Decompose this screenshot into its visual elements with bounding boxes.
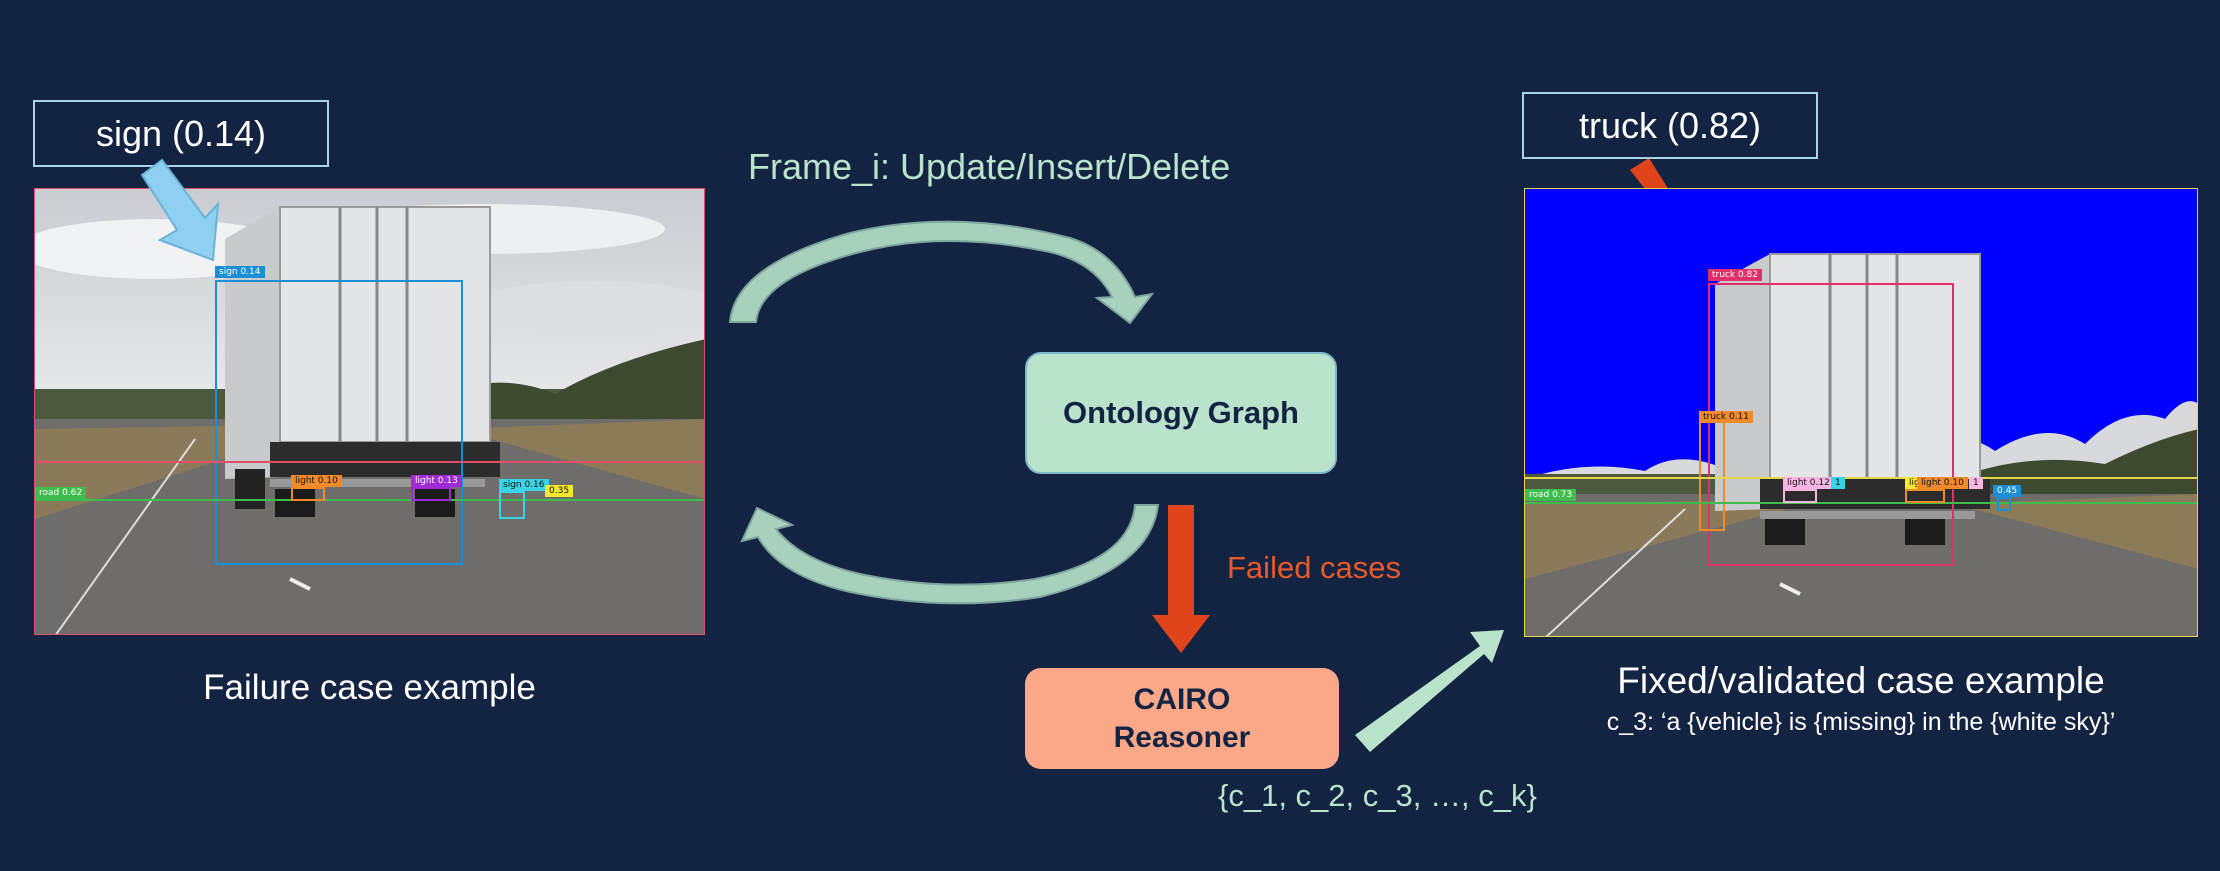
reasoner-title: CAIRO	[1133, 682, 1231, 716]
detection-score-label: 1	[1969, 477, 1983, 489]
failure-scene	[35, 189, 704, 634]
sign-detection-label: sign 0.14	[215, 266, 265, 278]
truck-detection-box	[1708, 283, 1954, 566]
sign-detection-label: sign 0.16	[499, 479, 549, 491]
frame-update-label: Frame_i: Update/Insert/Delete	[748, 146, 1231, 187]
fixed-caption-title: Fixed/validated case example	[1617, 660, 2105, 701]
sign-detection-box	[499, 491, 525, 519]
sign-pointer-arrow	[140, 158, 220, 262]
light-detection-box	[1905, 489, 1945, 503]
concept-set-label: {c_1, c_2, c_3, …, c_k}	[1218, 778, 1537, 813]
truck-callout-text: truck (0.82)	[1578, 104, 1762, 146]
road-detection-label: road 0.62	[35, 487, 87, 499]
light-detection-box	[411, 487, 451, 501]
failed-cases-arrow	[1152, 505, 1210, 653]
return-loop-arrow	[740, 504, 1160, 605]
light-detection-box	[291, 487, 325, 501]
light-detection-label: light 0.12	[1783, 477, 1834, 489]
horizon-detection-box	[1525, 189, 2197, 479]
fixed-scene	[1525, 189, 2197, 636]
failure-caption: Failure case example	[203, 668, 536, 707]
ontology-graph-node: Ontology Graph	[1025, 352, 1337, 474]
road-detection-label: road 0.73	[1525, 489, 1577, 501]
sign-detection-box	[215, 280, 463, 565]
truck-detection-label: truck 0.11	[1699, 411, 1753, 423]
light-detection-label: light 0.10	[291, 475, 342, 487]
road-detection-box	[35, 499, 704, 634]
light-detection-box	[1783, 489, 1817, 503]
light-detection-label: light 0.13	[411, 475, 462, 487]
truck-detection-label: truck 0.82	[1708, 269, 1762, 281]
failed-cases-label: Failed cases	[1227, 550, 1402, 585]
cairo-reasoner-node: CAIRO Reasoner	[1025, 668, 1339, 769]
ontology-graph-label: Ontology Graph	[1063, 395, 1299, 430]
sign-callout-text: sign (0.14)	[95, 112, 267, 154]
detection-score-label: 1	[1831, 477, 1845, 489]
sign-callout: sign (0.14)	[33, 100, 329, 167]
concepts-to-fixed-arrow	[1355, 630, 1504, 752]
update-loop-arrow	[728, 220, 1155, 325]
reasoner-subtitle: Reasoner	[1113, 720, 1251, 754]
fixed-case-image: truck 0.82 truck 0.11 road 0.73 light 0.…	[1524, 188, 2198, 637]
light-detection-label: light 0.10	[1917, 477, 1968, 489]
failure-case-image: sign 0.14 road 0.62 light 0.10 light 0.1…	[34, 188, 705, 635]
horizon-detection-box	[35, 189, 704, 463]
truck-callout: truck (0.82)	[1522, 92, 1818, 159]
detection-score-label: 0.35	[545, 485, 574, 497]
road-detection-box	[1525, 502, 2197, 636]
fixed-caption-subtitle: c_3: ‘a {vehicle} is {missing} in the {w…	[1606, 708, 2116, 736]
light-detection-label: 0.45	[1993, 485, 2022, 497]
light-detection-box	[1997, 497, 2011, 511]
